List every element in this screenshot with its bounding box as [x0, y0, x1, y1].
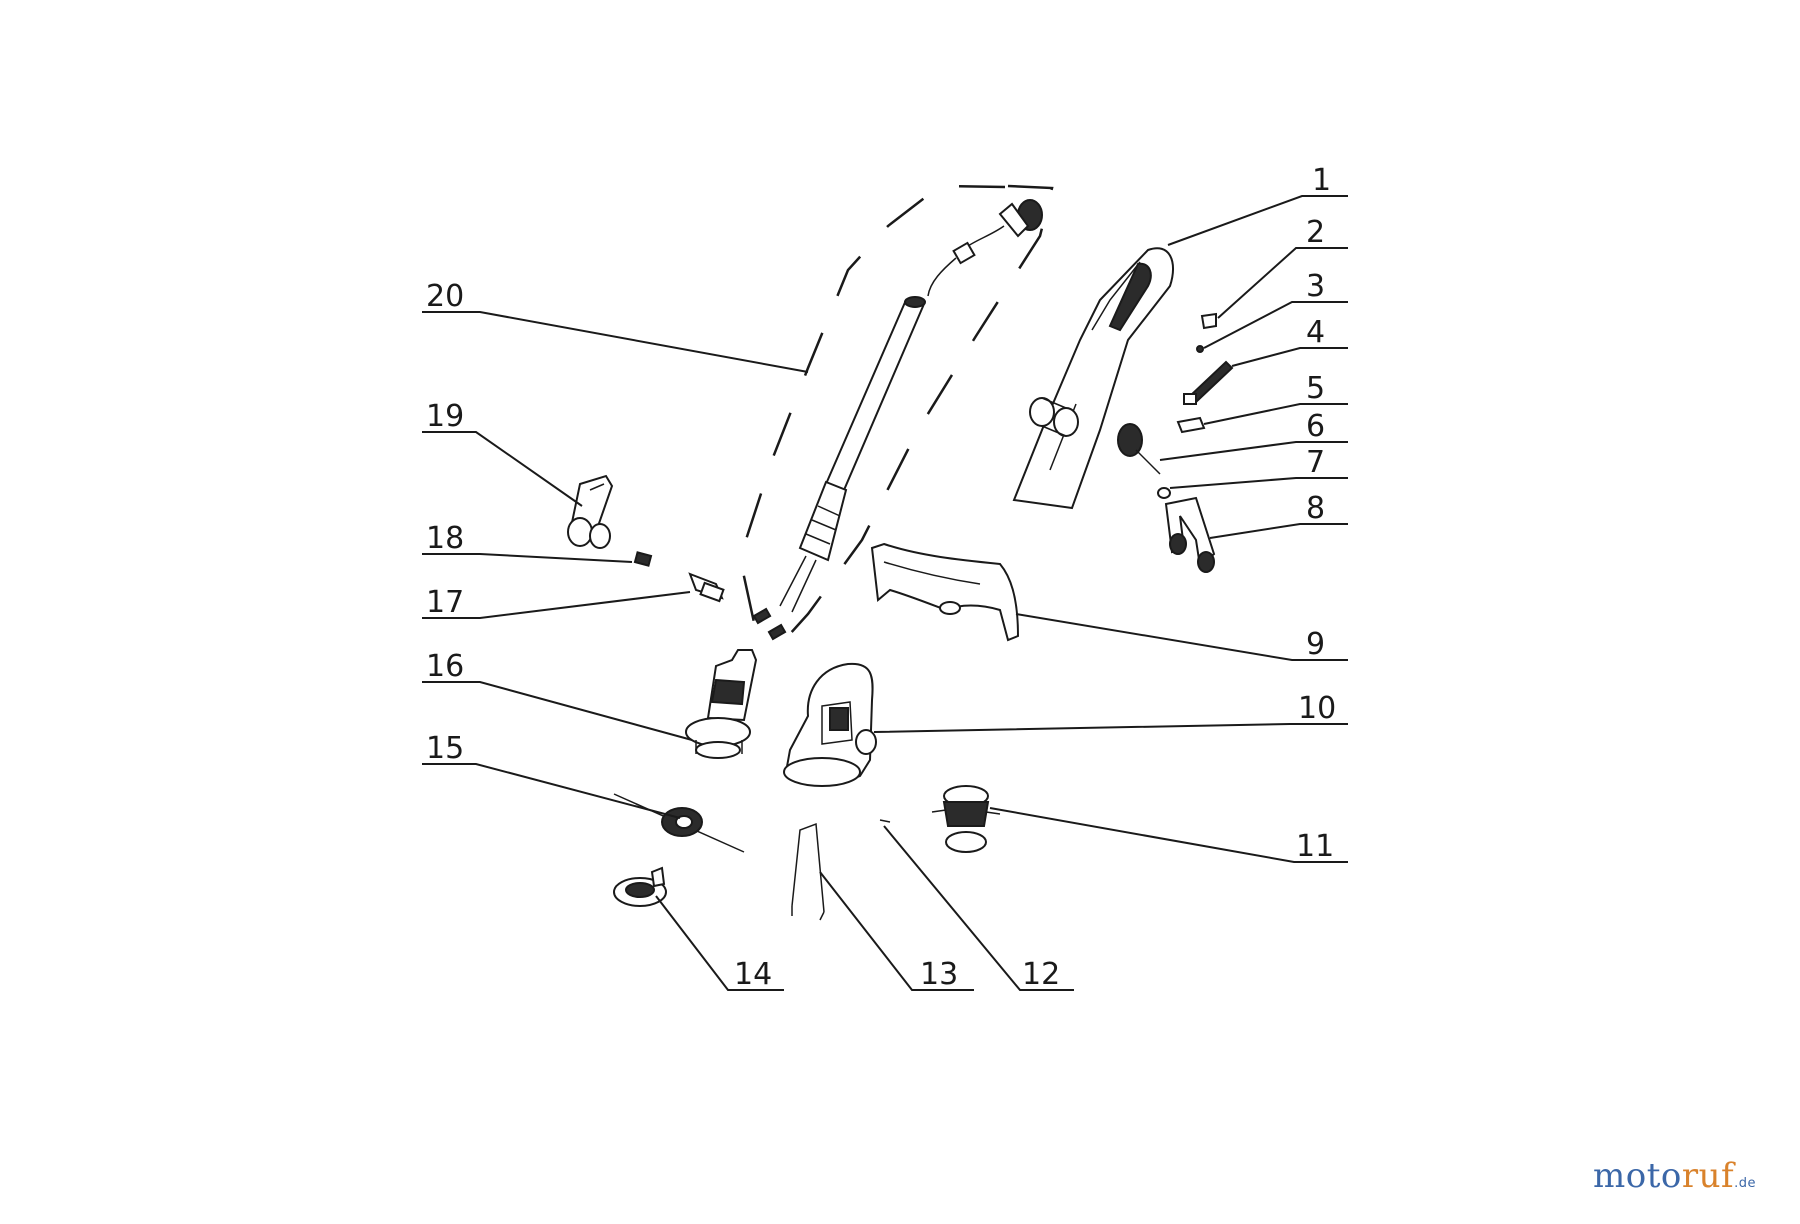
part-1-handle	[1012, 247, 1174, 510]
callout-number: 7	[1306, 445, 1325, 480]
part-18-screw	[633, 551, 653, 567]
callout-4: 4	[1231, 315, 1348, 367]
watermark-part-b: ruf	[1681, 1156, 1735, 1196]
callout-15: 15	[422, 731, 681, 819]
part-20-shaft	[752, 199, 1043, 641]
callout-7: 7	[1169, 445, 1348, 489]
callout-number: 18	[426, 521, 464, 556]
callout-number: 13	[920, 957, 958, 992]
callout-number: 10	[1298, 691, 1336, 726]
part-10-motor-housing	[783, 662, 877, 787]
callout-11: 11	[989, 807, 1348, 864]
callout-number: 5	[1306, 371, 1325, 406]
watermark-part-a: moto	[1593, 1156, 1682, 1196]
part-20-dashed-outline	[738, 184, 1054, 657]
callout-6: 6	[1159, 409, 1348, 461]
callout-3: 3	[1203, 269, 1348, 349]
part-16-motor	[685, 649, 758, 759]
callout-9: 9	[1015, 613, 1348, 662]
callout-20: 20	[422, 279, 809, 373]
callout-number: 8	[1306, 491, 1325, 526]
callout-number: 16	[426, 649, 464, 684]
watermark-part-c: .de	[1734, 1176, 1756, 1191]
part-13-wire-guide	[791, 822, 825, 921]
part-17	[688, 572, 725, 603]
callout-16: 16	[422, 649, 693, 741]
callout-5: 5	[1203, 371, 1348, 425]
callout-number: 4	[1306, 315, 1325, 350]
part-4	[1183, 360, 1234, 405]
callout-13: 13	[819, 871, 974, 992]
part-12	[879, 819, 891, 823]
part-2	[1200, 312, 1217, 330]
watermark-logo: motoruf.de	[1593, 1156, 1756, 1196]
callout-10: 10	[873, 691, 1348, 733]
part-3	[1196, 345, 1204, 353]
callout-number: 15	[426, 731, 464, 766]
callout-14: 14	[655, 895, 784, 992]
callout-number: 1	[1312, 163, 1331, 198]
callout-number: 11	[1296, 829, 1334, 864]
part-14-cover	[613, 866, 667, 907]
callout-number: 9	[1306, 627, 1325, 662]
callout-1: 1	[1167, 163, 1348, 246]
callout-12: 12	[883, 825, 1074, 992]
callout-number: 12	[1022, 957, 1060, 992]
callout-number: 19	[426, 399, 464, 434]
callout-2: 2	[1217, 215, 1348, 319]
part-9-guard	[870, 542, 1020, 642]
callout-number: 17	[426, 585, 464, 620]
callout-17: 17	[422, 585, 691, 620]
callout-number: 20	[426, 279, 464, 314]
part-7-washer	[1157, 487, 1171, 499]
part-8-aux-handle	[1164, 496, 1216, 573]
callout-number: 2	[1306, 215, 1325, 250]
callout-18: 18	[422, 521, 633, 563]
part-19-clip	[567, 474, 614, 549]
callout-8: 8	[1209, 491, 1348, 539]
part-5	[1176, 416, 1206, 434]
part-15-spool	[613, 793, 745, 853]
callout-19: 19	[422, 399, 583, 507]
callout-number: 3	[1306, 269, 1325, 304]
part-6	[1117, 423, 1161, 475]
part-11-spool-head	[931, 785, 1001, 853]
callout-number: 6	[1306, 409, 1325, 444]
callout-number: 14	[734, 957, 772, 992]
